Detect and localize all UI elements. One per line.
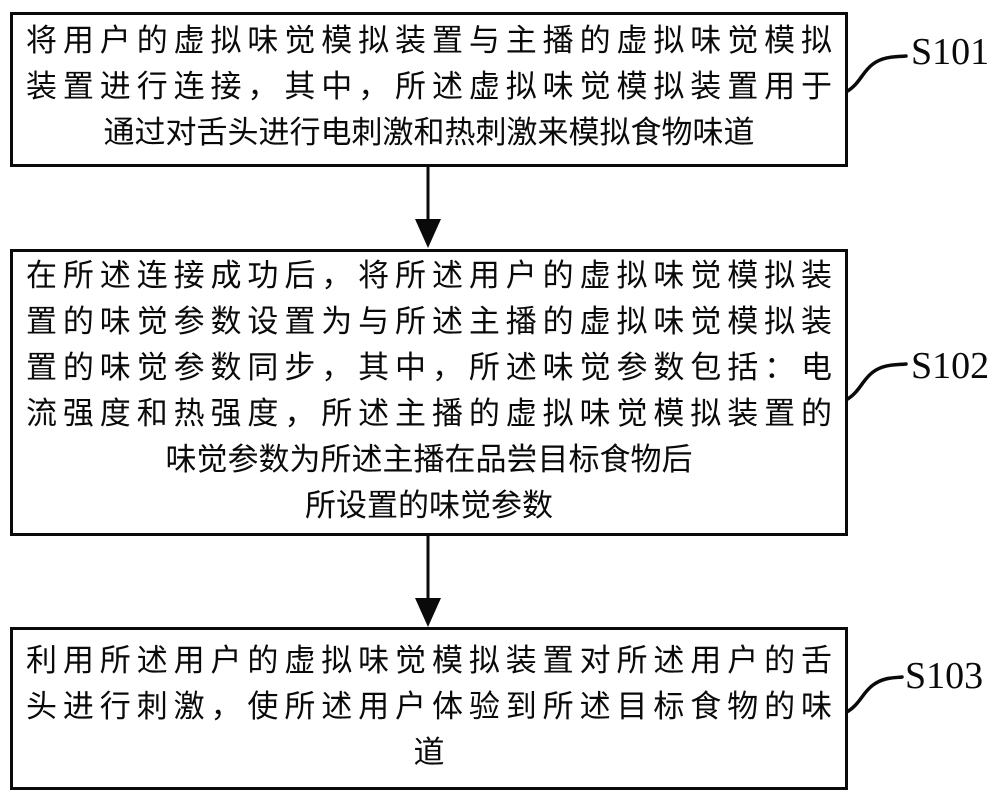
step-label-s101: S101 [911,31,990,73]
arrow-1-head [415,219,441,248]
step-s103-line: 道 [413,735,445,771]
step-box-s103: 利用所述用户的虚拟味觉模拟装置对所述用户的舌 头进行刺激，使所述用户体验到所述目… [10,627,848,790]
arrow-2-head [415,598,441,627]
step-s102-line: 所设置的味觉参数 [305,488,553,524]
s102-leader-line [844,362,908,402]
step-s101-line: 装置进行连接，其中，所述虚拟味觉模拟装置用于 [26,69,832,105]
s103-leader-line [843,675,904,715]
step-box-s101: 将用户的虚拟味觉模拟装置与主播的虚拟味觉模拟 装置进行连接，其中，所述虚拟味觉模… [10,12,848,167]
step-s102-line: 置的味觉参数同步，其中，所述味觉参数包括：电 [26,350,832,386]
s101-leader-line [844,54,908,94]
step-s103-line: 利用所述用户的虚拟味觉模拟装置对所述用户的舌 [26,643,832,679]
step-box-s102: 在所述连接成功后，将所述用户的虚拟味觉模拟装 置的味觉参数设置为与所述主播的虚拟… [10,249,848,536]
step-s102-line: 在所述连接成功后，将所述用户的虚拟味觉模拟装 [26,258,832,294]
step-label-s103: S103 [905,655,984,697]
step-label-s102: S102 [911,345,990,387]
step-s103-line: 头进行刺激，使所述用户体验到所述目标食物的味 [26,689,832,725]
step-s102-line: 置的味觉参数设置为与所述主播的虚拟味觉模拟装 [26,304,832,340]
step-s101-line: 将用户的虚拟味觉模拟装置与主播的虚拟味觉模拟 [26,23,832,59]
step-s102-line: 流强度和热强度，所述主播的虚拟味觉模拟装置的 [26,396,832,432]
step-s101-line: 通过对舌头进行电刺激和热刺激来模拟食物味道 [103,115,755,151]
step-s102-line: 味觉参数为所述主播在品尝目标食物后 [165,442,693,478]
